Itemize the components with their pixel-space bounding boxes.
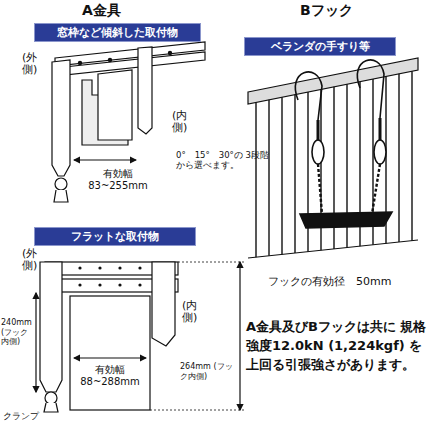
rope [318, 164, 322, 214]
part-heading: A金具 [82, 2, 121, 19]
width-dimension: 有効幅 88~288mm [76, 364, 144, 388]
part-heading: Bフック [300, 2, 353, 19]
category-band: フラットな取付物 [35, 228, 195, 245]
width-dimension [74, 357, 146, 358]
hook [357, 60, 384, 118]
dimension: 240mm (フック内側) [1, 318, 34, 347]
inner-jaw [152, 262, 175, 346]
dimension-264 [239, 262, 240, 410]
outer-jaw [52, 60, 70, 176]
band-title: ベランダの手すり等 [271, 40, 370, 53]
width-dimension [74, 159, 136, 160]
side-label: (内側) [182, 300, 193, 324]
width-dimension: 有効幅 83~255mm [80, 168, 156, 192]
clamp [54, 190, 68, 202]
band-title: フラットな取付物 [71, 230, 159, 243]
baluster [268, 100, 269, 256]
side-label: (外側) [22, 248, 33, 272]
baluster [411, 71, 412, 240]
part-name: クランプ [3, 411, 39, 422]
hook [295, 72, 322, 120]
clamp [44, 403, 58, 412]
handrail [248, 58, 418, 104]
side-label: (内側) [172, 110, 183, 134]
side-label: (外側) [22, 52, 33, 76]
b-hooks [295, 60, 392, 228]
baluster [398, 74, 399, 242]
inclined-clamp [52, 42, 205, 202]
inner-jaw [138, 47, 152, 134]
baluster [255, 102, 256, 257]
flat-frame [70, 296, 150, 410]
dimension-240 [35, 293, 36, 392]
bottom-rail [248, 240, 418, 258]
balcony-railing [248, 58, 418, 258]
baluster [294, 95, 295, 253]
strength-note: A金具及びBフックは共に 規格強度12.0kN (1,224kgf) を上回る引… [246, 318, 434, 375]
rope [372, 164, 380, 214]
frame-step [98, 70, 132, 140]
outer-jaw [40, 262, 62, 392]
dimension: 264mm (フック内側) [180, 362, 238, 381]
step [300, 212, 392, 228]
angle-note: 0° 15° 30°の 3段階から選べます。 [176, 150, 272, 170]
flat-clamp [36, 262, 244, 412]
lower-bar [55, 52, 205, 76]
baluster [281, 97, 282, 254]
hook-diameter: フックの有効径 50mm [268, 275, 391, 288]
band-title: 窓枠など傾斜した取付物 [57, 26, 178, 39]
category-band: 窓枠など傾斜した取付物 [35, 24, 200, 41]
category-band: ベランダの手すり等 [245, 38, 395, 55]
